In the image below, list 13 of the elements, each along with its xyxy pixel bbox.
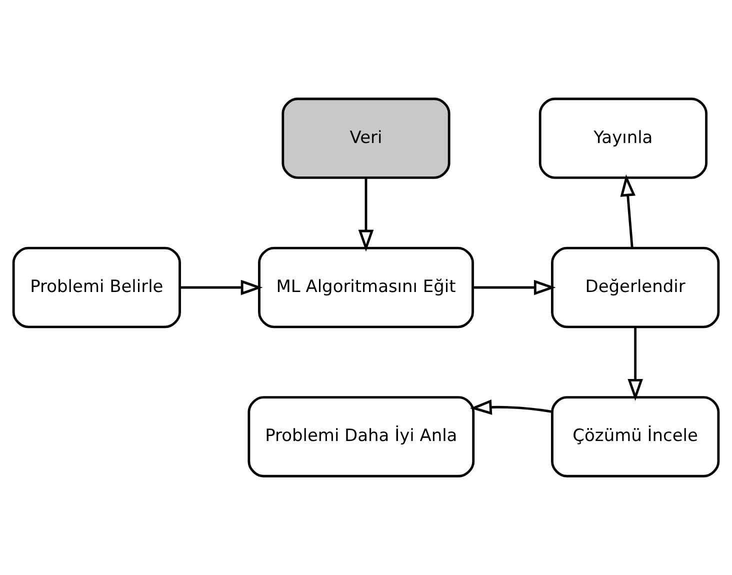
node-box: ML Algoritmasını Eğit [258,246,474,328]
node-box: Veri [282,98,450,179]
arrow [620,174,636,248]
arrow [180,280,263,296]
arrow [358,178,374,252]
arrow [628,327,643,401]
arrow [470,400,552,415]
node-box: Değerlendir [551,246,720,328]
arrow [472,280,556,296]
node-box: Problemi Daha İyi Anla [248,396,475,478]
node-box: Çözümü İncele [551,396,720,478]
node-box: Yayınla [538,98,708,179]
node-box: Problemi Belirle [12,246,181,328]
